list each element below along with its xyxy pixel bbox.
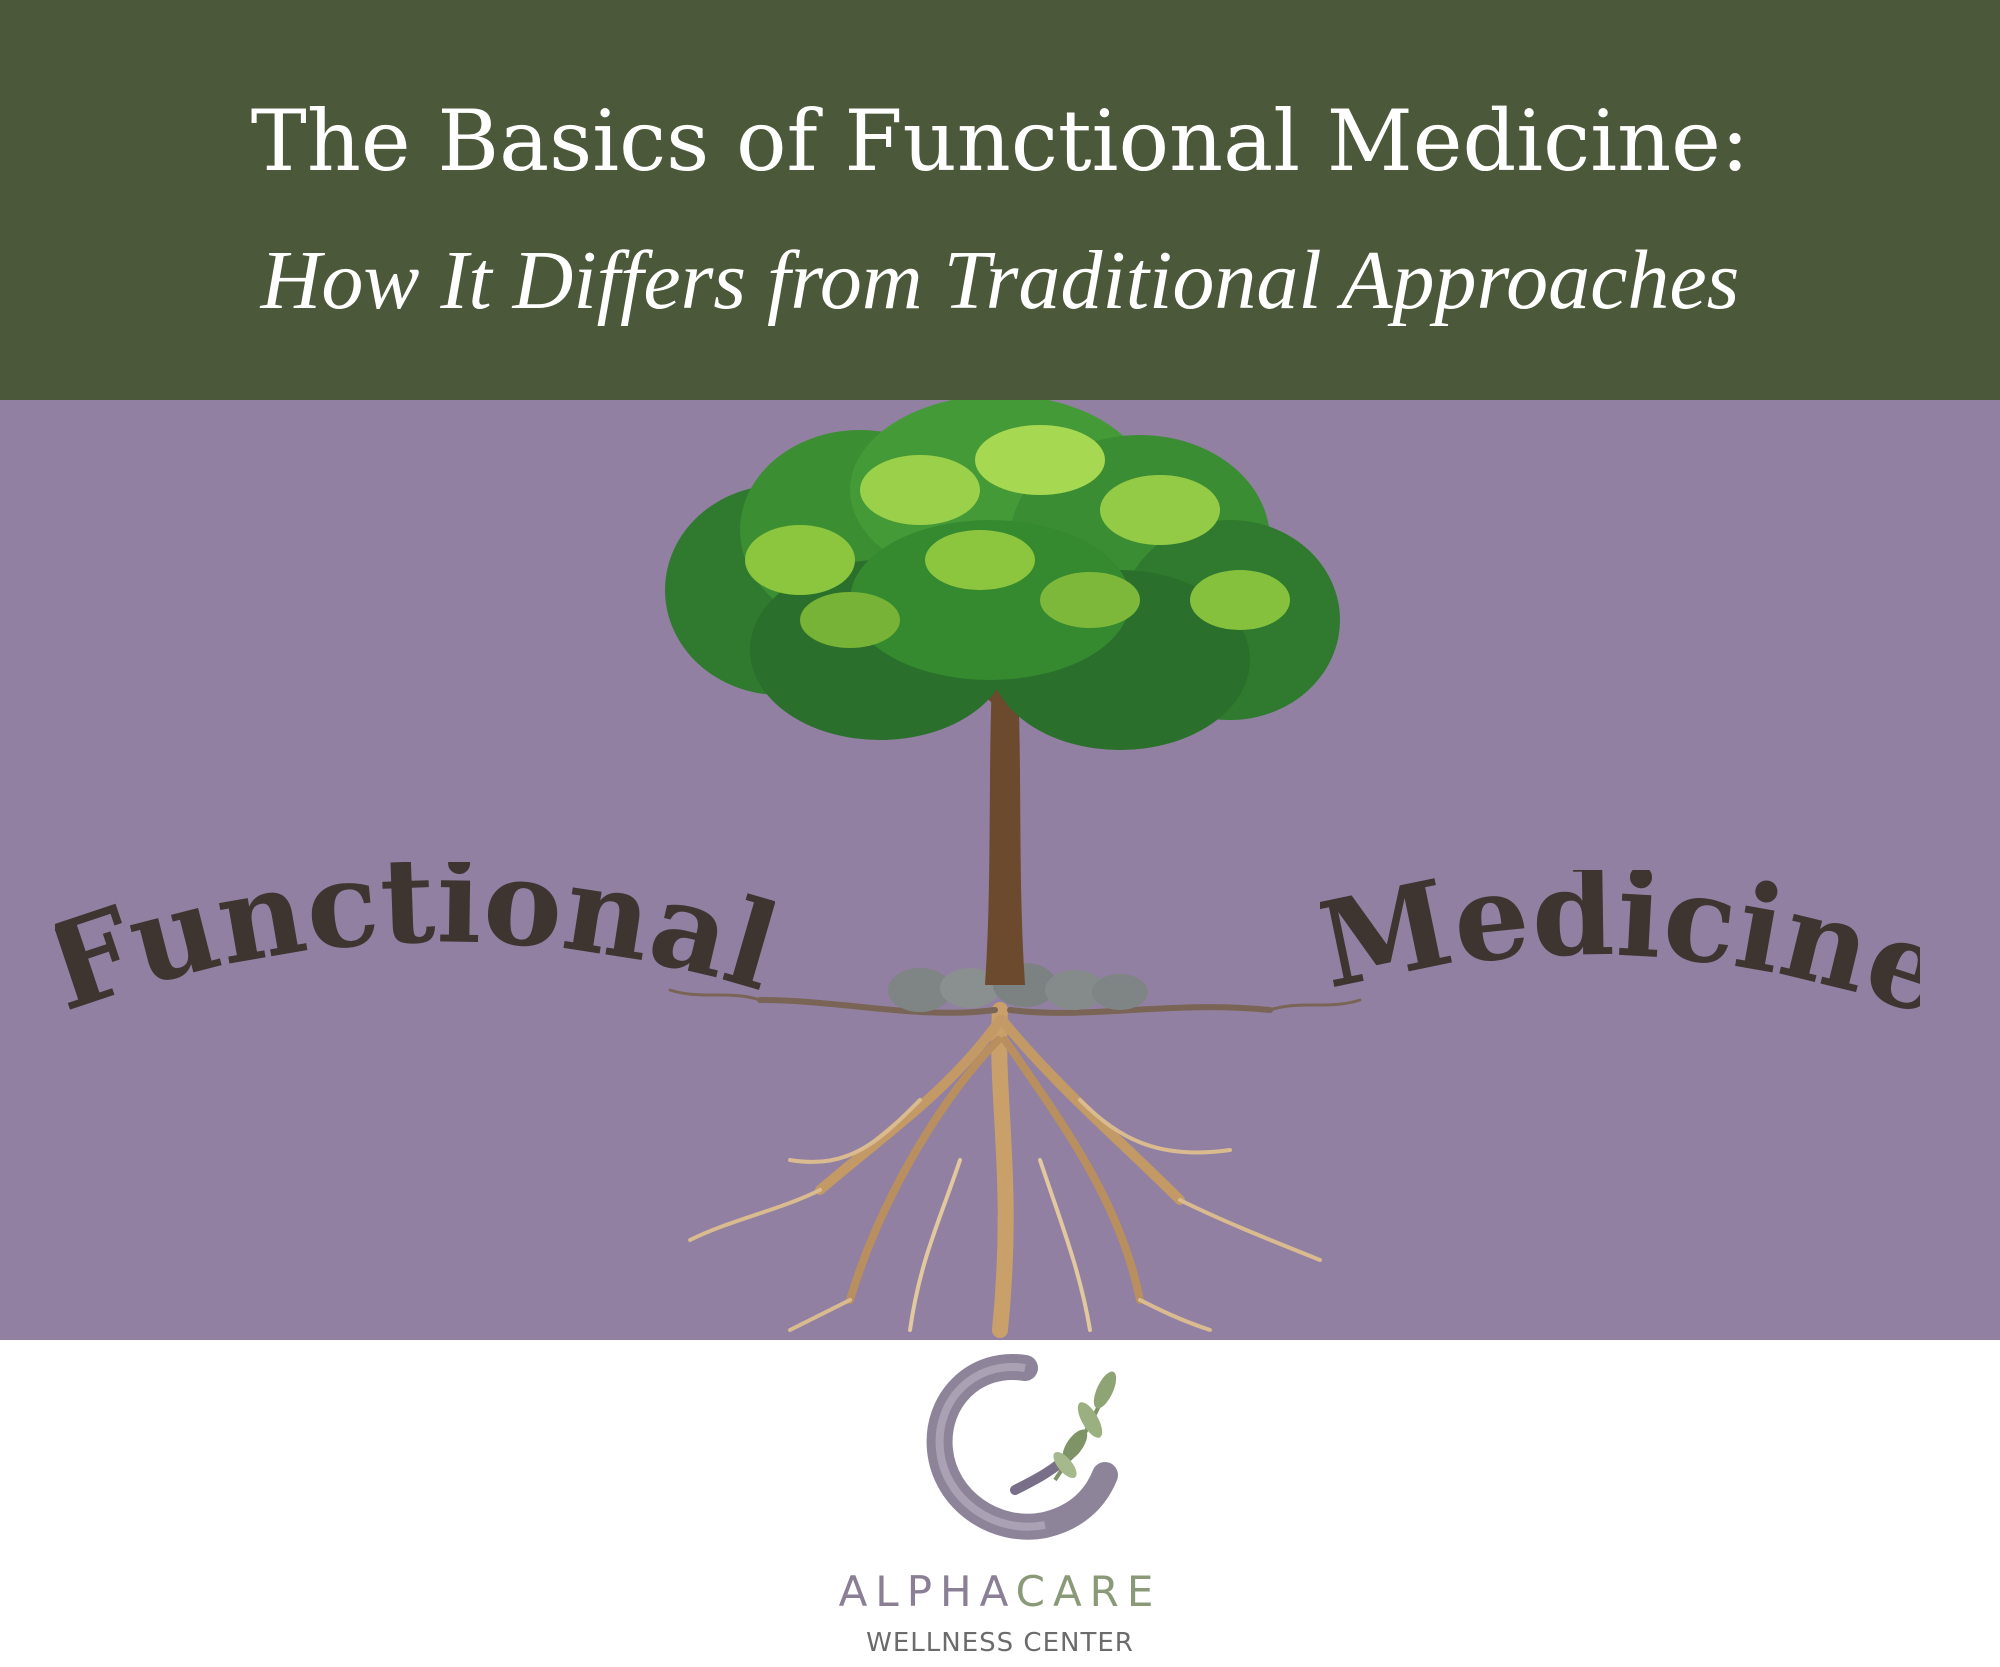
medicine-word-text: Medicine (1320, 870, 1920, 1030)
header-band: The Basics of Functional Medicine: How I… (0, 0, 2000, 400)
functional-word-text: Functional (55, 862, 775, 1022)
roots-graphic (668, 988, 1362, 1338)
brand-tagline: WELLNESS CENTER (866, 1628, 1134, 1658)
svg-text:Functional: Functional (55, 862, 775, 1022)
brand-name-alpha: ALPHA (838, 1567, 1016, 1616)
circle-hand-leaf-logo (926, 1354, 1118, 1540)
page-title: The Basics of Functional Medicine: (250, 92, 1750, 190)
brand-name-care: CARE (1015, 1567, 1162, 1616)
page-subtitle: How It Differs from Traditional Approach… (260, 234, 1740, 327)
tree-with-roots-illustration (665, 400, 1362, 1338)
functional-word: Functional (55, 862, 775, 1022)
brand-name: ALPHACARE (0, 1567, 2000, 1616)
medicine-word: Medicine (1320, 870, 1920, 1030)
svg-text:Medicine: Medicine (1320, 870, 1920, 1030)
canopy-graphic (665, 400, 1340, 750)
stones-graphic (888, 963, 1148, 1012)
